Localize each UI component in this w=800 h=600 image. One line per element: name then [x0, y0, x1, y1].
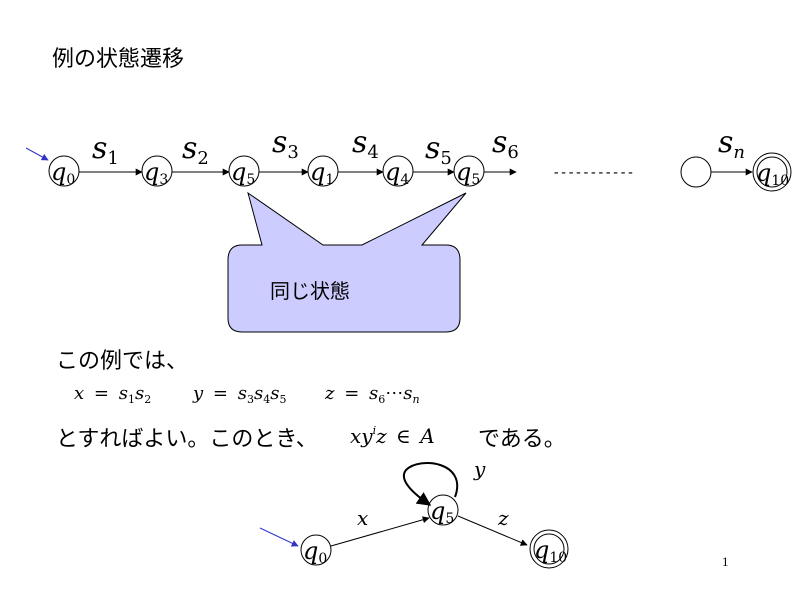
svg-text:q5: q5 — [430, 497, 454, 527]
callout-bubble — [227, 191, 467, 333]
chain-final-state: q10 — [752, 152, 792, 192]
chain-state-0: q0 — [48, 155, 80, 188]
ellipsis-dashes: ----------- — [552, 165, 634, 181]
y-definition: y = s3s4s5 — [192, 383, 286, 406]
symbol-s4: s4 — [352, 125, 379, 163]
svg-text:q10: q10 — [534, 536, 567, 566]
callout-label: 同じ状態 — [270, 279, 350, 303]
svg-text:q0: q0 — [51, 158, 75, 188]
small-edge-y-label: y — [473, 457, 486, 481]
slide-title: 例の状態遷移 — [52, 47, 184, 72]
small-edge-z — [457, 515, 528, 546]
small-edge-x-label: x — [357, 506, 368, 530]
chain-state-5: q5 — [453, 155, 485, 188]
chain-state-3: q1 — [307, 155, 339, 188]
chain-state-anonymous — [680, 156, 712, 188]
start-arrow — [25, 147, 49, 161]
small-self-loop — [403, 462, 459, 506]
symbol-s2: s2 — [182, 131, 209, 169]
chain-state-2: q5 — [228, 155, 260, 188]
small-state-start: q0 — [300, 534, 332, 567]
symbol-sn: sn — [718, 125, 745, 163]
explanation-line2-pre: とすればよい。このとき、 — [56, 427, 318, 452]
symbol-s3: s3 — [272, 125, 299, 163]
svg-text:q1: q1 — [310, 158, 334, 188]
chain-state-1: q3 — [141, 155, 173, 188]
x-definition: x = s1s2 — [74, 383, 151, 406]
page-number: 1 — [722, 554, 729, 569]
chain-state-4: q4 — [382, 155, 414, 188]
explanation-line2-post: である。 — [478, 427, 566, 452]
svg-text:q0: q0 — [303, 537, 327, 567]
svg-text:q4: q4 — [385, 158, 409, 188]
symbol-s5: s5 — [425, 131, 452, 169]
small-edge-x — [330, 516, 430, 547]
small-start-arrow — [259, 527, 299, 547]
z-definition: z = s6⋯sn — [324, 383, 420, 406]
symbol-s1: s1 — [92, 131, 119, 169]
svg-text:q3: q3 — [144, 158, 168, 188]
svg-text:q10: q10 — [756, 159, 789, 189]
small-state-final: q10 — [529, 529, 569, 569]
svg-text:q5: q5 — [231, 158, 255, 188]
small-state-loop: q5 — [427, 494, 459, 527]
svg-text:q5: q5 — [456, 158, 480, 188]
explanation-line1: この例では、 — [56, 349, 188, 374]
pumping-formula: xyiz ∈ A — [350, 424, 435, 448]
symbol-s6: s6 — [492, 125, 519, 163]
small-edge-z-label: z — [497, 506, 509, 530]
